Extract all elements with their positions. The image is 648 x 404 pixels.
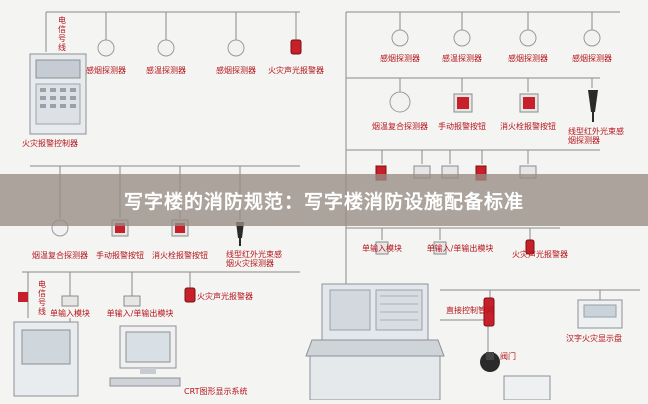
label-flame-alarm-l: 火灾声光报警器 [197, 292, 253, 301]
banner-title: 写字楼的消防规范：写字楼消防设施配备标准 [123, 190, 524, 213]
title-banner: 写字楼的消防规范：写字楼消防设施配备标准 [0, 174, 648, 226]
label-flame-alarm-1: 火灾声光报警器 [268, 66, 324, 75]
label-io-module-r: 单输入/单输出模块 [426, 244, 494, 253]
label-manual-button-l: 手动报警按钮 [96, 251, 144, 260]
label-valve: 阀门 [500, 352, 516, 361]
label-smoke-detector-1: 感烟探测器 [86, 66, 126, 75]
right-top-devices [389, 29, 601, 122]
label-composite-detector-l: 烟温复合探测器 [32, 251, 88, 260]
label-flame-alarm-r: 火灾声光报警器 [512, 250, 568, 259]
label-temp-detector-r1: 感温探测器 [442, 54, 482, 63]
label-manual-button-r: 手动报警按钮 [438, 122, 486, 131]
label-smoke-detector-r3: 感烟探测器 [572, 54, 612, 63]
label-hydrant-button-r: 消火栓报警按钮 [500, 122, 556, 131]
label-io-module-l: 单输入/单输出模块 [106, 309, 174, 318]
fire-alarm-controller [29, 53, 87, 135]
label-ir-detector-r: 线型红外光束感烟探测器 [568, 127, 624, 145]
right-lower-devices [375, 239, 535, 255]
chinese-fire-display [577, 299, 623, 329]
label-ir-detector-l: 线型红外光束感烟火灾探测器 [226, 250, 282, 268]
label-smoke-detector-r2: 感烟探测器 [508, 54, 548, 63]
label-smoke-detector-2: 感烟探测器 [216, 66, 256, 75]
label-smoke-detector-r1: 感烟探测器 [380, 54, 420, 63]
label-temp-detector-1: 感温探测器 [146, 66, 186, 75]
left-top-devices [97, 39, 302, 57]
crt-computer [13, 321, 181, 397]
label-chinese-display: 汉字火灾显示盘 [566, 334, 622, 343]
label-input-module-l: 单输入模块 [50, 309, 90, 318]
label-pipe-network: 直接控制管网 [446, 306, 494, 315]
label-input-module-r: 单输入模块 [362, 244, 402, 253]
left-signal-line-label-lower: 电信号线 [38, 280, 46, 316]
label-hydrant-button-l: 消火栓报警按钮 [152, 251, 208, 260]
left-signal-line-label: 电信号线 [58, 16, 66, 52]
label-composite-detector-r: 烟温复合探测器 [372, 122, 428, 131]
label-controller: 火灾报警控制器 [22, 139, 78, 148]
pipe-network [480, 297, 551, 401]
label-crt-display: CRT图形显示系统 [184, 387, 248, 396]
main-control-cabinet [305, 283, 445, 401]
left-lower-row2-devices [18, 287, 196, 307]
